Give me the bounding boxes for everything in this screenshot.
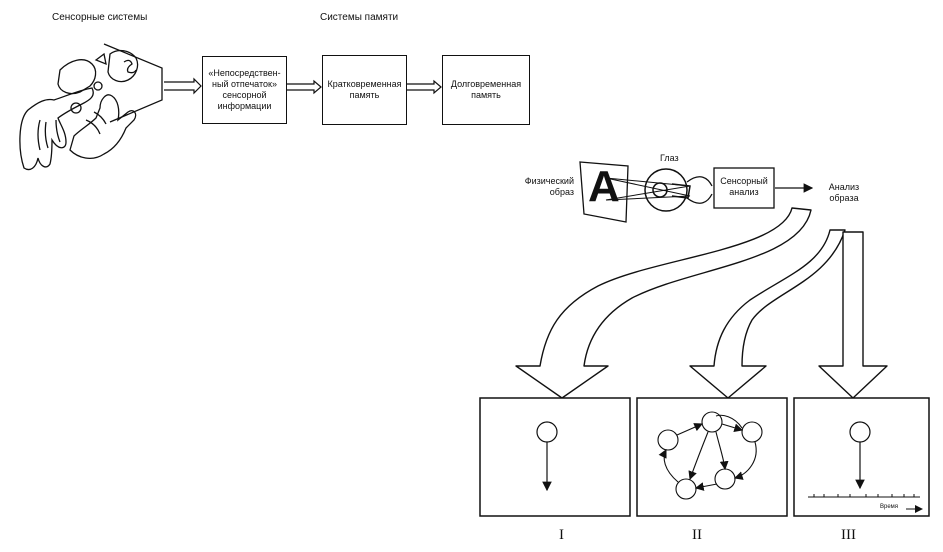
letter-A: A xyxy=(588,162,620,211)
sensory-analysis-label: Сенсорный анализ xyxy=(720,176,768,197)
panel-III xyxy=(793,397,930,517)
hollow-arrow-III xyxy=(818,231,888,399)
top-flow-arrows xyxy=(164,77,442,95)
time-label: Время xyxy=(880,504,899,510)
panel-III-node xyxy=(849,421,871,490)
hollow-arrow-I xyxy=(515,207,812,399)
panel-II-network xyxy=(657,411,763,500)
time-axis xyxy=(808,494,923,513)
sensory-analysis-box xyxy=(713,167,775,209)
physical-image-frame xyxy=(579,161,629,223)
pattern-analysis-label: Анализ образа xyxy=(828,182,860,203)
panel-label-II: II xyxy=(692,527,702,543)
long-term-memory-box: Долговременная память xyxy=(442,55,530,125)
short-term-memory-box: Кратковременная память xyxy=(322,55,407,125)
sensory-imprint-box: «Непосредствен- ный отпечаток» сенсорной… xyxy=(202,56,287,124)
eye-icon xyxy=(644,168,691,212)
memory-systems-heading: Системы памяти xyxy=(320,12,399,23)
panel-II xyxy=(636,397,788,517)
eye-label: Глаз xyxy=(660,153,679,163)
panel-I xyxy=(479,397,631,517)
hollow-arrows xyxy=(515,207,888,399)
panel-I-node xyxy=(536,421,558,492)
optic-nerves xyxy=(686,176,713,204)
physical-image-label: Физический образ xyxy=(524,176,574,197)
sensory-systems-heading: Сенсорные системы xyxy=(52,12,148,23)
panel-label-III: III xyxy=(841,527,856,543)
panel-label-I: I xyxy=(559,527,564,543)
hands-illustration xyxy=(19,43,163,171)
